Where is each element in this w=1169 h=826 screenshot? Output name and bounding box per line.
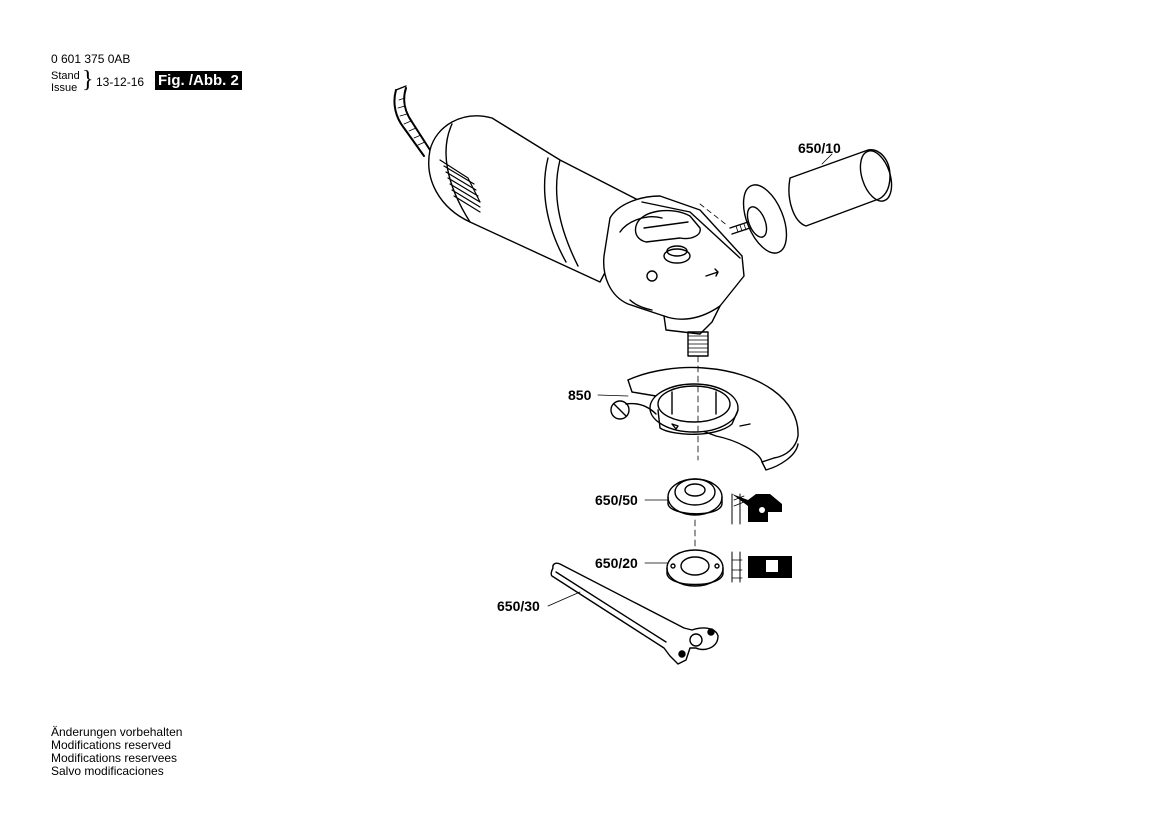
pin-wrench [550,562,719,665]
spindle [687,331,709,357]
motor-housing [428,115,643,283]
stand-issue-labels: Stand Issue [51,70,80,94]
figure-label: Fig. /Abb. 2 [155,71,242,90]
modification-notes: Änderungen vorbehalten Modifications res… [51,726,182,778]
issue-label: Issue [51,82,78,94]
power-cord [393,85,431,157]
flange-section-detail [731,493,782,525]
protection-guard [610,366,799,471]
side-handle [729,149,893,254]
callout-pin-wrench: 650/30 [497,598,540,614]
note-line: Modifications reservees [51,751,178,765]
callout-side-handle: 650/10 [798,140,841,156]
gear-head [603,195,745,335]
brace-icon: } [82,67,94,93]
callout-mounting-flange: 650/50 [595,492,638,508]
note-line: Änderungen vorbehalten [51,725,183,739]
note-line: Salvo modificaciones [51,764,164,778]
callout-protection-guard: 850 [568,387,592,403]
nut-section-detail [731,551,792,583]
note-line: Modifications reserved [51,738,172,752]
part-number: 0 601 375 0AB [51,52,131,66]
mounting-flange [667,478,723,516]
stand-label: Stand [51,70,80,82]
clamping-nut [666,549,724,587]
issue-date: 13-12-16 [96,75,145,89]
callout-clamping-nut: 650/20 [595,555,638,571]
